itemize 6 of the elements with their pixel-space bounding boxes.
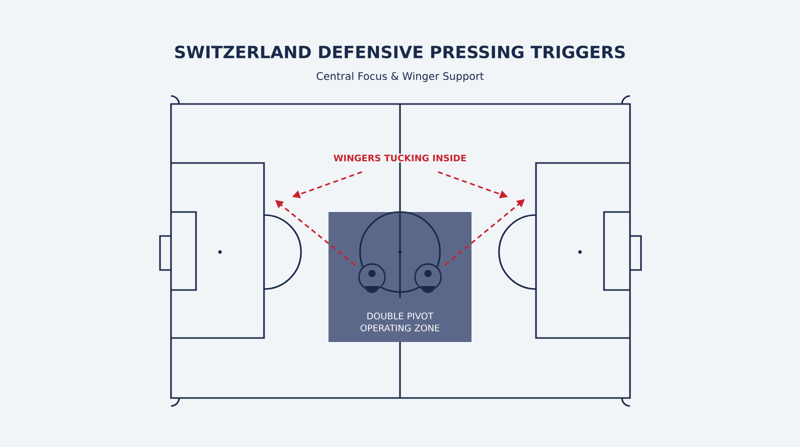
title: SWITZERLAND DEFENSIVE PRESSING TRIGGERS — [175, 46, 625, 58]
zone-box: DOUBLE PIVOT OPERATING ZONE — [328, 211, 472, 342]
player-icon — [358, 263, 386, 293]
subtitle: Central Focus & Winger Support — [316, 72, 484, 82]
annotation-label: WINGERS TUCKING INSIDE — [332, 154, 468, 162]
player-icon — [414, 263, 442, 293]
